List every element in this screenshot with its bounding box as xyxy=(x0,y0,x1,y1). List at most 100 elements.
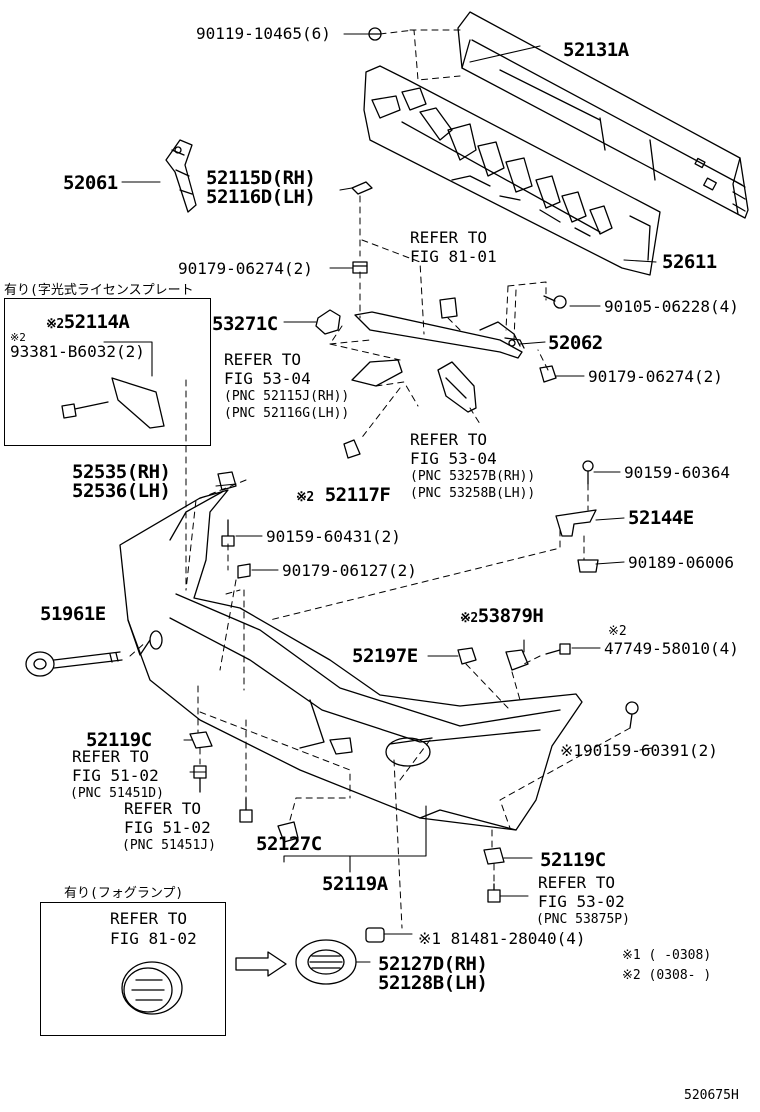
refer-51-02b-line1: REFER TO xyxy=(124,799,202,818)
label-90159-60391: ※190159-60391(2) xyxy=(560,741,718,760)
label-52144e: 52144E xyxy=(628,507,694,529)
label-52117f-number: 52117F xyxy=(324,484,391,506)
pnc-51451d: (PNC 51451D) xyxy=(70,786,164,801)
label-90105-06228: 90105-06228(4) xyxy=(604,297,739,316)
bolt-90159-60431 xyxy=(221,519,235,547)
mark-47749: ※2 xyxy=(608,624,627,639)
pnc-53258b: (PNC 53258B(LH)) xyxy=(410,486,536,501)
label-90159-60364: 90159-60364 xyxy=(624,463,730,482)
label-52116d: 52116D(LH) xyxy=(206,186,316,208)
refer-51-02b-line2: FIG 51-02 xyxy=(124,818,211,837)
fog-box-title: 有り(フォグランプ) xyxy=(64,886,184,901)
refer-53-04b-line1: REFER TO xyxy=(410,430,488,449)
note-2: ※2 (0308- ) xyxy=(622,968,712,983)
label-52119a: 52119A xyxy=(322,873,388,895)
bracket-lines xyxy=(283,805,427,873)
clip-52197e xyxy=(457,647,477,665)
part-52114a-number: 52114A xyxy=(63,311,130,333)
clip-52117f xyxy=(343,439,361,459)
label-52119c-right: 52119C xyxy=(540,849,606,871)
label-90119-10465: 90119-10465(6) xyxy=(196,24,331,43)
figure-id: 520675H xyxy=(684,1088,739,1103)
refer-81-01-line1: REFER TO xyxy=(410,228,488,247)
screw-51451d xyxy=(193,765,207,793)
clip-52127c xyxy=(277,821,299,843)
note-1: ※1 ( -0308) xyxy=(622,948,712,963)
bolt-90159-60391 xyxy=(625,701,639,729)
label-52611: 52611 xyxy=(662,251,717,273)
fog-refer-1: REFER TO xyxy=(110,909,188,928)
bracket-52115j xyxy=(351,359,403,387)
pnc-51451j: (PNC 51451J) xyxy=(122,838,216,853)
label-52062: 52062 xyxy=(548,332,603,354)
clip-53879h xyxy=(505,649,529,671)
nut-90189 xyxy=(577,559,599,573)
label-52131a: 52131A xyxy=(563,39,629,61)
label-51961e: 51961E xyxy=(40,603,106,625)
arrow xyxy=(235,951,287,977)
label-90189-06006: 90189-06006 xyxy=(628,553,734,572)
label-52119c-left: 52119C xyxy=(86,729,152,751)
refer-51-02a-line2: FIG 51-02 xyxy=(72,766,159,785)
label-52061: 52061 xyxy=(63,172,118,194)
leader-lines xyxy=(103,33,657,963)
pnc-52116g: (PNC 52116G(LH)) xyxy=(224,406,350,421)
label-52117f: ※2 52117F xyxy=(296,484,391,506)
retainer-52062 xyxy=(354,311,525,359)
fog-lamp-option-box xyxy=(40,902,226,1036)
nut-90179-right xyxy=(539,365,557,383)
screw-53875p xyxy=(487,883,501,903)
label-52127c: 52127C xyxy=(256,833,322,855)
license-bracket xyxy=(61,377,165,429)
bracket-53257b xyxy=(437,361,477,413)
clip-52119c-right xyxy=(483,847,505,865)
label-52115d: 52115D(RH) xyxy=(206,167,316,189)
screw-47749 xyxy=(545,643,571,655)
refer-81-01-line2: FIG 81-01 xyxy=(410,247,497,266)
piece-52115d xyxy=(351,181,373,195)
refer-53-02-line2: FIG 53-02 xyxy=(538,892,625,911)
tow-hook-51961e xyxy=(25,651,123,677)
label-53879h-number: 53879H xyxy=(477,605,544,627)
label-90179-06274-right: 90179-06274(2) xyxy=(588,367,723,386)
refer-53-04a-line1: REFER TO xyxy=(224,350,302,369)
bolt-90105 xyxy=(543,295,567,309)
pnc-52115j: (PNC 52115J(RH)) xyxy=(224,389,350,404)
clip-52119c-left xyxy=(189,731,213,749)
pnc-53257b: (PNC 53257B(RH)) xyxy=(410,469,536,484)
label-90179-06127: 90179-06127(2) xyxy=(282,561,417,580)
pnc-53875p: (PNC 53875P) xyxy=(536,912,630,927)
mark-52117f: ※2 xyxy=(296,490,314,505)
clip-53271c xyxy=(315,309,341,335)
nut-90179-06127 xyxy=(237,563,251,579)
refer-53-04a-line2: FIG 53-04 xyxy=(224,369,311,388)
bracket-52061 xyxy=(165,139,197,213)
reinforcement-52131a xyxy=(457,11,749,219)
fog-lamp xyxy=(121,961,183,1015)
label-52128b: 52128B(LH) xyxy=(378,972,488,994)
bolt-90119 xyxy=(368,27,382,41)
mark-93381: ※2 xyxy=(10,331,26,344)
mark-53879h: ※2 xyxy=(460,611,478,626)
license-box-title: 有り(字光式ライセンスプレート xyxy=(4,283,194,298)
screw-51451j xyxy=(239,797,253,823)
bulb-81481 xyxy=(365,927,385,943)
part-93381: 93381-B6032(2) xyxy=(10,342,145,361)
absorber-52611 xyxy=(363,65,661,276)
label-53271c: 53271C xyxy=(212,313,278,335)
fog-refer-2: FIG 81-02 xyxy=(110,929,197,948)
nut-90179-top xyxy=(352,261,368,274)
license-plate-option-box xyxy=(4,298,211,446)
fog-cover-52127d xyxy=(295,939,357,985)
clip-81-01 xyxy=(439,297,458,319)
bracket-52535 xyxy=(217,471,237,491)
label-53879h: ※253879H xyxy=(460,605,544,627)
mark-52114a: ※2 xyxy=(46,317,64,332)
part-52114a: ※252114A xyxy=(46,311,130,333)
refer-53-04b-line2: FIG 53-04 xyxy=(410,449,497,468)
label-52536: 52536(LH) xyxy=(72,480,171,502)
refer-53-02-line1: REFER TO xyxy=(538,873,616,892)
refer-51-02a-line1: REFER TO xyxy=(72,747,150,766)
bracket-52144e xyxy=(555,509,597,537)
